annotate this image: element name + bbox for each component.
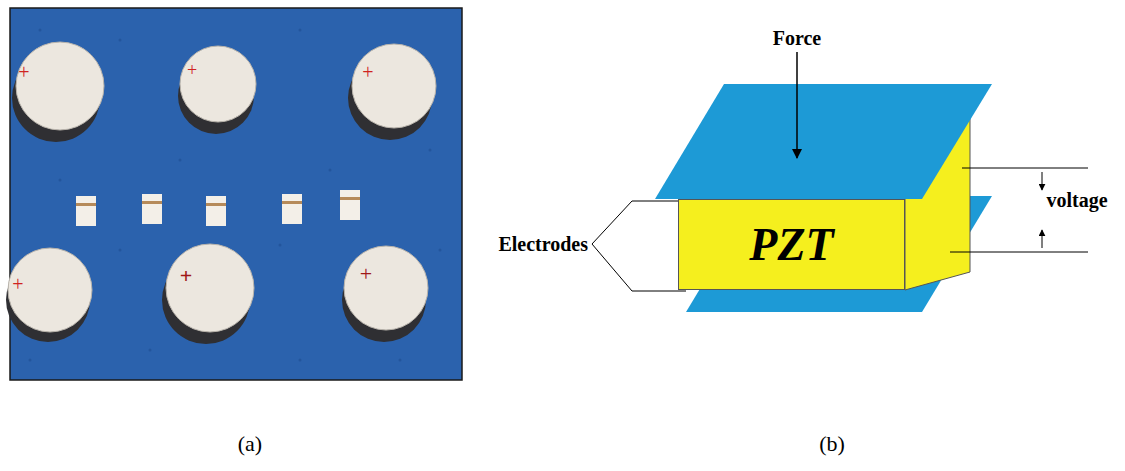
panel-caption: (b) bbox=[819, 433, 845, 455]
polarity-mark: + bbox=[360, 263, 372, 285]
electrode-leader bbox=[592, 201, 678, 244]
pzt-block: PZT bbox=[678, 199, 905, 290]
voltage-terminal bbox=[962, 168, 1088, 169]
polarity-mark: + bbox=[12, 274, 23, 294]
voltage-arrow bbox=[1042, 172, 1043, 190]
material-label: PZT bbox=[749, 222, 833, 268]
cylinder-samples bbox=[6, 42, 436, 344]
panel-caption: (a) bbox=[238, 433, 262, 455]
electrode-leader bbox=[592, 244, 686, 291]
polarity-mark: + bbox=[362, 62, 373, 82]
chip-samples bbox=[76, 190, 360, 226]
sample-photo bbox=[6, 8, 462, 380]
voltage-label: voltage bbox=[1046, 190, 1107, 210]
polarity-mark: + bbox=[180, 265, 193, 287]
polarity-mark: + bbox=[18, 62, 29, 82]
force-label: Force bbox=[773, 28, 822, 48]
polarity-mark: + bbox=[187, 61, 197, 79]
force-arrow bbox=[796, 52, 798, 158]
top-electrode bbox=[655, 84, 992, 199]
voltage-arrow bbox=[1042, 230, 1043, 248]
electrode-label: Electrodes bbox=[498, 234, 588, 254]
voltage-terminal bbox=[950, 252, 1088, 253]
pzt-schematic bbox=[592, 52, 1088, 312]
